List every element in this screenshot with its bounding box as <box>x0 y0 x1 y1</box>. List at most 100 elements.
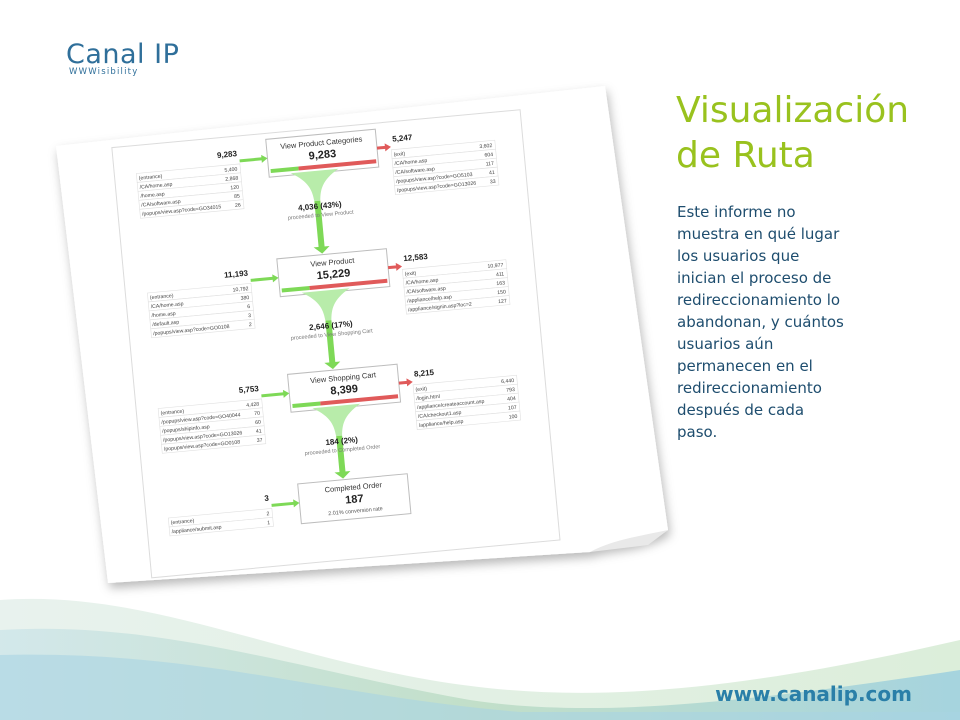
exit-arrow-head <box>406 378 413 387</box>
exit-page: /appliance/help.asp <box>419 419 464 429</box>
exit-total: 12,583 <box>403 252 429 263</box>
entrance-row <box>161 434 267 454</box>
entrance-count: 85 <box>234 194 240 201</box>
exit-bar <box>320 394 399 406</box>
logo-name: Canal IP <box>66 39 180 70</box>
entrance-arrow-head <box>282 389 290 398</box>
exit-page: (exit) <box>415 386 427 393</box>
exit-bar <box>309 278 388 290</box>
exit-count: 604 <box>484 152 493 159</box>
exit-total: 5,247 <box>392 133 413 144</box>
funnel-shape <box>301 288 350 321</box>
entrance-count: 6 <box>247 304 251 310</box>
entrance-row <box>139 199 245 219</box>
entrance-count: 2,868 <box>225 176 239 183</box>
entrance-row <box>150 318 256 339</box>
exit-page: (exit) <box>405 271 417 278</box>
funnel-shape <box>312 403 361 437</box>
report-frame <box>111 109 561 579</box>
entrance-count: 5,400 <box>224 167 238 174</box>
entrance-count: 380 <box>240 295 249 302</box>
page-title: Visualización de Ruta <box>676 88 946 178</box>
exit-count: 100 <box>509 414 518 421</box>
entrance-count: 120 <box>230 185 239 192</box>
entrance-page: /home.asp <box>151 311 176 319</box>
entrance-arrow-head <box>272 274 279 283</box>
entrance-count: 41 <box>256 429 262 436</box>
exit-page: /login.html <box>416 394 440 402</box>
exit-count: 41 <box>489 170 495 177</box>
exit-count: 404 <box>507 396 516 403</box>
entrance-count: 60 <box>255 420 261 427</box>
exit-row <box>405 295 511 315</box>
entrance-arrow-line <box>271 501 296 507</box>
proceed-bar <box>281 285 310 293</box>
step-count: 187 <box>345 493 364 507</box>
funnel-pipe <box>336 435 346 474</box>
exit-row <box>394 175 500 195</box>
exit-count: 127 <box>498 298 507 305</box>
description-text: Este informe no muestra en qué lugar los… <box>677 203 844 441</box>
logo: Canal IP WWWisibility <box>66 39 180 78</box>
entrance-count: 4,428 <box>246 402 260 409</box>
entrance-arrow-head <box>261 154 268 163</box>
entrance-count: 3 <box>248 313 252 319</box>
exit-page: /appliance/help.asp <box>407 294 452 304</box>
exit-page: /CA/home.asp <box>405 278 438 287</box>
exit-page: (exit) <box>393 151 405 158</box>
proceeded-value: 184 (2%) <box>325 435 358 447</box>
entrance-page: /default.asp <box>152 320 179 328</box>
funnel-pipe <box>314 200 325 249</box>
entrance-total: 9,283 <box>217 149 238 160</box>
exit-total: 8,215 <box>414 368 435 379</box>
exit-count: 6,440 <box>501 378 515 385</box>
exit-row <box>416 410 522 430</box>
entrance-page: (entrance) <box>171 518 195 526</box>
proceeded-value: 4,036 (43%) <box>298 200 343 213</box>
entrance-page: /CA/software.asp <box>141 199 181 209</box>
entrance-page: /popups/shipinfo.asp <box>162 424 210 434</box>
entrance-count: 10,792 <box>232 286 248 293</box>
exit-page: /CA/home.asp <box>394 158 427 167</box>
entrance-count: 1 <box>267 520 271 526</box>
exit-arrow-head <box>395 262 403 271</box>
entrance-total: 3 <box>264 494 270 503</box>
exit-page: /CA/checkout1.asp <box>418 410 462 420</box>
exit-count: 793 <box>506 387 515 394</box>
entrance-count: 2 <box>249 322 253 328</box>
paper-curl <box>590 530 668 552</box>
exit-count: 10,977 <box>487 262 503 269</box>
exit-count: 33 <box>490 179 496 186</box>
entrance-count: 26 <box>235 202 241 209</box>
step-count: 9,283 <box>308 148 337 162</box>
entrance-page: /appliance/submit.asp <box>171 525 222 536</box>
entrance-row <box>168 517 274 537</box>
exit-page: /appliance/signin.asp?loc=2 <box>408 302 472 314</box>
logo-tagline: WWWisibility <box>69 67 139 77</box>
funnel-arrow-head <box>313 245 330 254</box>
exit-count: 107 <box>508 405 517 412</box>
website-link[interactable]: www.canalip.com <box>715 682 912 706</box>
entrance-count: 70 <box>254 411 260 418</box>
title-line-2: de Ruta <box>676 135 815 176</box>
entrance-total: 5,753 <box>238 384 259 395</box>
title-line-1: Visualización <box>676 90 910 131</box>
funnel-arrow-head <box>334 470 351 479</box>
entrance-total: 11,193 <box>224 269 249 280</box>
entrance-page: (entrance) <box>150 293 174 301</box>
step-count: 8,399 <box>330 383 359 397</box>
exit-count: 163 <box>496 280 505 287</box>
exit-count: 117 <box>485 161 494 168</box>
entrance-arrow-line <box>250 276 275 282</box>
entrance-count: 37 <box>256 437 262 444</box>
entrance-page: /home.asp <box>140 191 165 199</box>
exit-count: 150 <box>497 289 506 296</box>
entrance-page: (entrance) <box>139 174 163 182</box>
entrance-page: (entrance) <box>160 409 184 417</box>
exit-page: /CA/software.asp <box>406 286 446 296</box>
entrance-arrow-line <box>239 157 264 163</box>
entrance-count: 2 <box>266 511 270 517</box>
step-name: View Product <box>310 256 356 269</box>
